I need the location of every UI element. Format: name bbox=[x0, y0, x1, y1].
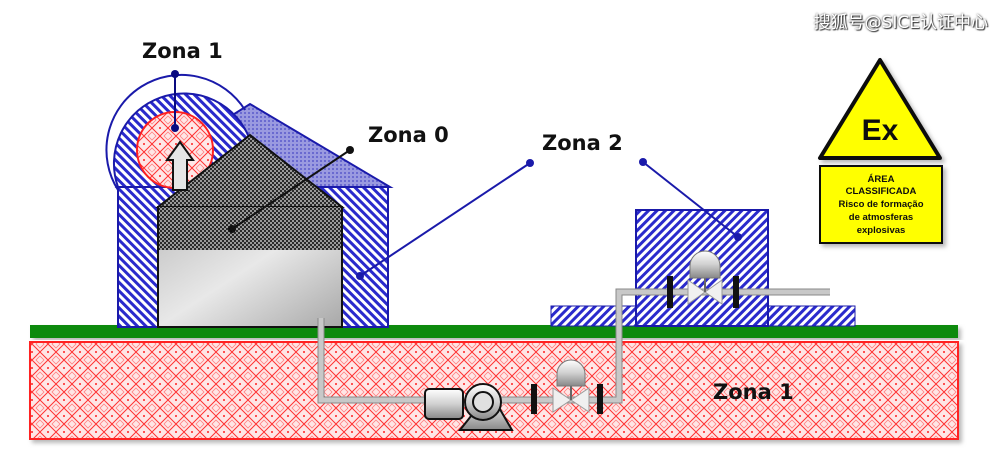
zone0-label: Zona 0 bbox=[368, 123, 449, 147]
warning-triangle-icon bbox=[818, 58, 942, 160]
leader-lines bbox=[171, 70, 742, 280]
control-valve-icon bbox=[531, 359, 603, 414]
storage-tank bbox=[155, 133, 345, 328]
tank-vent-arrow-icon bbox=[165, 140, 195, 191]
control-valve-icon bbox=[667, 250, 739, 308]
sign-line-4: de atmosferas bbox=[849, 212, 913, 223]
zone2-label: Zona 2 bbox=[542, 131, 623, 155]
sign-line-3: Risco de formação bbox=[839, 199, 924, 210]
zone1-ground-label: Zona 1 bbox=[713, 380, 794, 404]
zone2-valve-low-right bbox=[767, 305, 856, 327]
sign-line-5: explosivas bbox=[857, 225, 906, 236]
pump-icon bbox=[424, 383, 514, 431]
sign-line-2: CLASSIFICADA bbox=[846, 186, 917, 197]
ex-symbol: Ex bbox=[862, 114, 899, 147]
sign-line-1: ÁREA bbox=[868, 174, 895, 185]
zone1-top-label: Zona 1 bbox=[142, 39, 223, 63]
zone2-valve-low-left bbox=[550, 305, 639, 327]
ground-surface-line bbox=[30, 325, 958, 338]
watermark: 搜狐号@SICE认证中心 bbox=[813, 13, 988, 33]
ex-warning-sign: Ex ÁREA CLASSIFICADA Risco de formação d… bbox=[818, 58, 943, 244]
